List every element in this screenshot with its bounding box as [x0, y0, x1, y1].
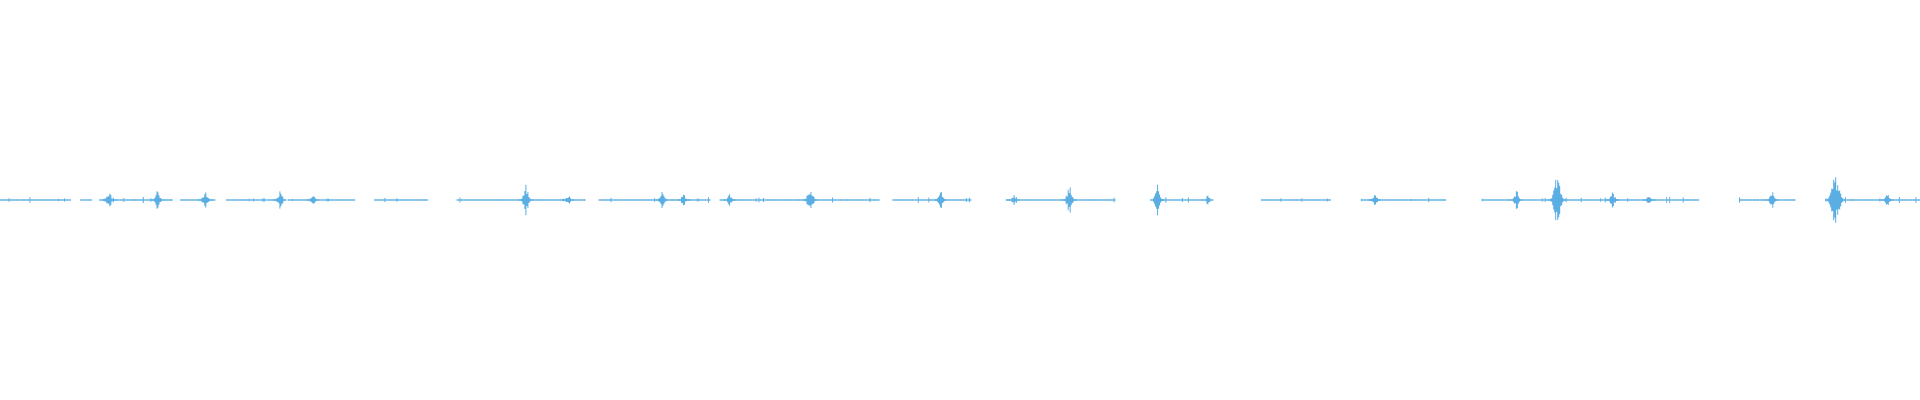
waveform-burst	[1765, 192, 1779, 208]
waveform-burst	[677, 194, 690, 206]
waveform-burst	[1061, 187, 1077, 213]
waveform-burst	[655, 192, 669, 208]
waveform-burst	[1547, 179, 1567, 221]
waveform-burst	[273, 191, 287, 209]
waveform-burst	[150, 191, 164, 209]
waveform-burst	[1007, 195, 1020, 205]
waveform-burst	[1880, 195, 1894, 205]
waveform-burst	[933, 191, 947, 209]
waveform-burst	[1509, 191, 1523, 209]
waveform-trace	[0, 177, 1920, 223]
waveform-burst	[1605, 192, 1619, 208]
waveform-burst	[1150, 184, 1166, 216]
waveform-burst	[723, 194, 737, 206]
waveform-burst	[562, 196, 574, 204]
waveform-burst	[802, 192, 818, 208]
waveform-burst	[198, 192, 213, 208]
waveform-burst	[1825, 177, 1846, 223]
waveform-burst	[518, 184, 534, 216]
waveform-burst	[102, 193, 117, 207]
waveform-burst	[1642, 197, 1656, 203]
waveform-burst	[1201, 195, 1214, 205]
waveform-burst	[306, 196, 319, 204]
waveform-burst	[1368, 195, 1381, 205]
